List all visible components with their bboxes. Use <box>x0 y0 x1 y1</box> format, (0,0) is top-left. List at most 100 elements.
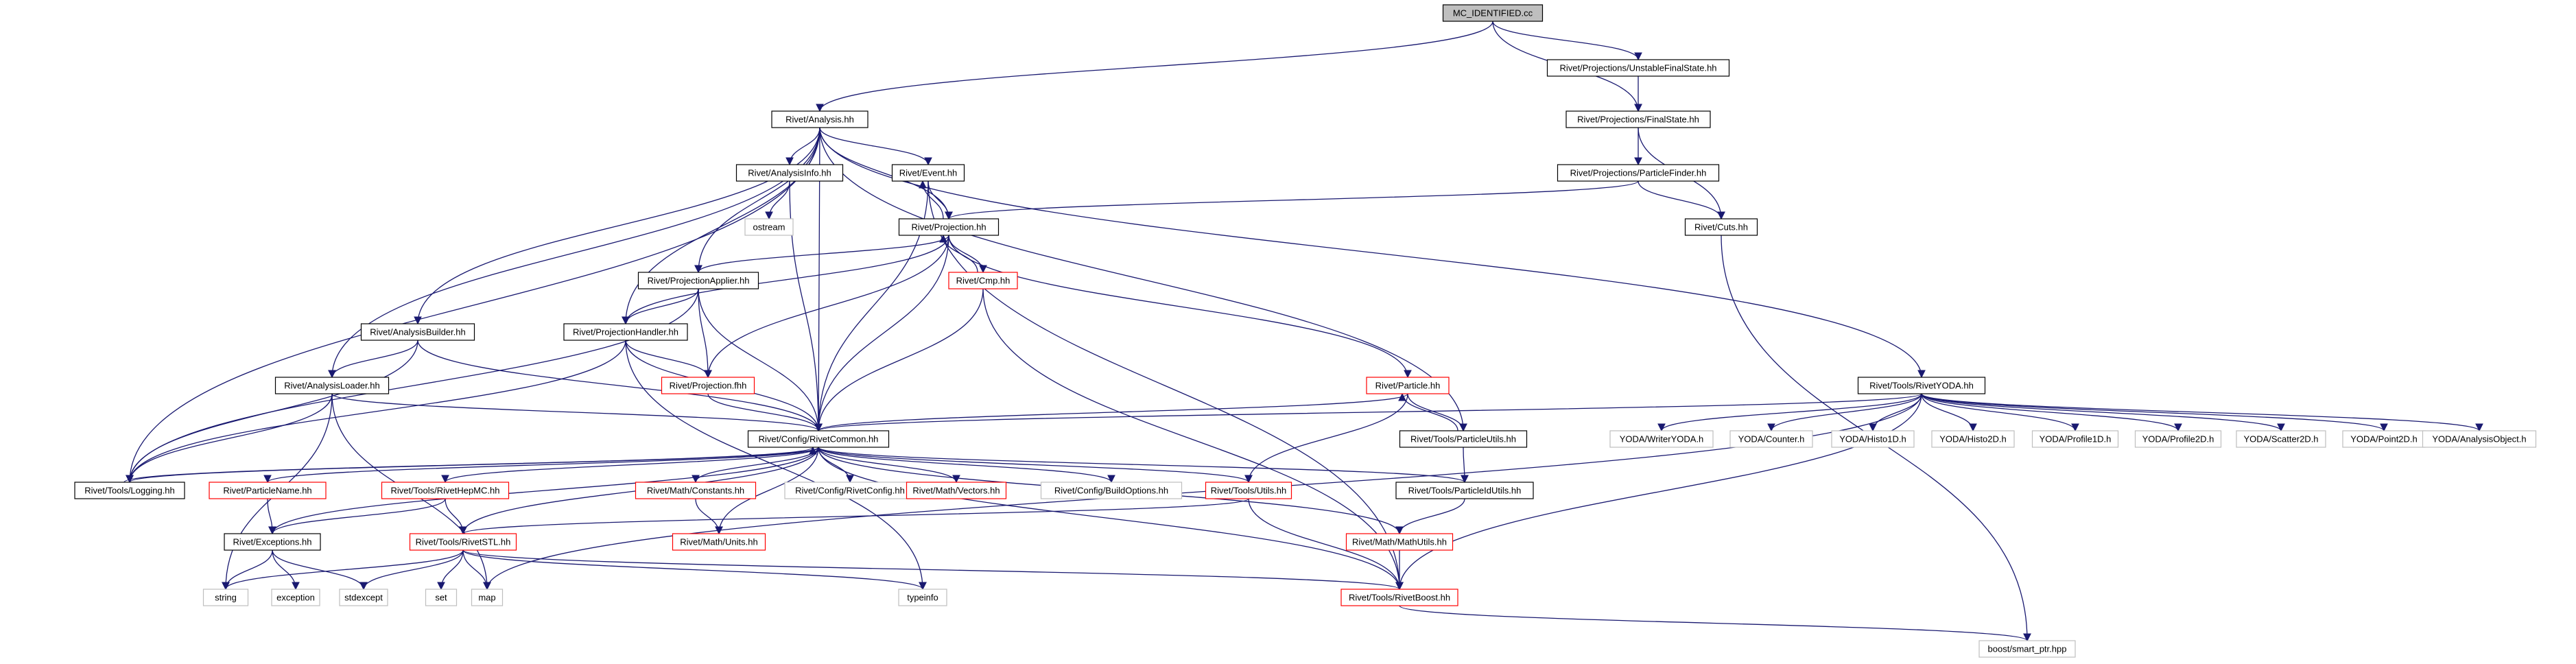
node-box <box>1395 482 1534 499</box>
node-pf[interactable]: Rivet/Projections/ParticleFinder.hh <box>1557 164 1720 182</box>
edge-common-to-exc <box>268 447 819 535</box>
node-smartptr[interactable]: boost/smart_ptr.hpp <box>1978 640 2076 658</box>
dependency-edges <box>123 21 2483 642</box>
node-rboost[interactable]: Rivet/Tools/RivetBoost.hh <box>1340 589 1458 606</box>
node-ypt2d[interactable]: YODA/Point2D.h <box>2342 430 2426 448</box>
node-ainfo[interactable]: Rivet/AnalysisInfo.hh <box>735 164 844 182</box>
edge-phandler-to-logging <box>126 340 626 484</box>
node-cuts[interactable]: Rivet/Cuts.hh <box>1684 218 1758 236</box>
node-cmp[interactable]: Rivet/Cmp.hh <box>948 272 1018 289</box>
node-set[interactable]: set <box>425 589 458 606</box>
node-common[interactable]: Rivet/Config/RivetCommon.hh <box>747 430 890 448</box>
node-box <box>1205 482 1292 499</box>
node-label: Rivet/Projection.hh <box>911 222 986 233</box>
node-mathunits[interactable]: Rivet/Math/Units.hh <box>672 533 766 551</box>
edge-mc-to-ufs <box>1492 21 1642 61</box>
edge-rstl-to-map <box>462 549 491 591</box>
node-analysis[interactable]: Rivet/Analysis.hh <box>771 110 868 128</box>
node-box <box>425 589 458 606</box>
edge-papplier-to-common <box>698 288 823 432</box>
node-ycounter[interactable]: YODA/Counter.h <box>1729 430 1813 448</box>
edge-cmp-to-common <box>814 288 984 432</box>
node-bopts[interactable]: Rivet/Config/BuildOptions.hh <box>1040 482 1183 499</box>
node-pidutils[interactable]: Rivet/Tools/ParticleIdUtils.hh <box>1395 482 1534 499</box>
node-particle[interactable]: Rivet/Particle.hh <box>1366 377 1450 394</box>
node-mconst[interactable]: Rivet/Math/Constants.hh <box>635 482 757 499</box>
node-mc[interactable]: MC_IDENTIFIED.cc <box>1442 4 1544 22</box>
node-box <box>635 482 757 499</box>
node-label: Rivet/ProjectionApplier.hh <box>648 276 750 286</box>
node-box <box>202 589 249 606</box>
edge-ryoda-to-map <box>483 393 1922 591</box>
node-label: Rivet/Config/RivetCommon.hh <box>759 434 879 444</box>
edge-common-to-pidutils <box>818 447 1469 484</box>
edge-rstl-to-rboost <box>462 549 1404 591</box>
node-box <box>2236 430 2326 448</box>
node-papplier[interactable]: Rivet/ProjectionApplier.hh <box>637 272 759 289</box>
edge-mc-to-analysis <box>816 21 1493 112</box>
node-box <box>2134 430 2222 448</box>
node-yp2d[interactable]: YODA/Profile2D.h <box>2134 430 2222 448</box>
node-projfhh[interactable]: Rivet/Projection.fhh <box>661 377 755 394</box>
node-ryoda[interactable]: Rivet/Tools/RivetYODA.hh <box>1857 377 1986 394</box>
node-phandler[interactable]: Rivet/ProjectionHandler.hh <box>563 323 688 341</box>
node-exception[interactable]: exception <box>271 589 320 606</box>
node-label: MC_IDENTIFIED.cc <box>1453 8 1533 19</box>
node-putils[interactable]: Rivet/Tools/ParticleUtils.hh <box>1399 430 1528 448</box>
node-ywriter[interactable]: YODA/WriterYODA.h <box>1609 430 1714 448</box>
node-box <box>2342 430 2426 448</box>
node-label: set <box>435 593 447 603</box>
node-label: Rivet/Tools/RivetHepMC.hh <box>391 486 500 496</box>
node-aloader[interactable]: Rivet/AnalysisLoader.hh <box>274 377 390 394</box>
node-label: Rivet/Projections/ParticleFinder.hh <box>1570 168 1707 178</box>
node-rconfig[interactable]: Rivet/Config/RivetConfig.hh <box>784 482 916 499</box>
node-yh2d[interactable]: YODA/Histo2D.h <box>1931 430 2015 448</box>
node-mvec[interactable]: Rivet/Math/Vectors.hh <box>906 482 1007 499</box>
node-abuilder[interactable]: Rivet/AnalysisBuilder.hh <box>360 323 475 341</box>
edge-phandler-to-typeinfo <box>625 340 927 591</box>
edge-abuilder-to-aloader <box>328 340 418 379</box>
edge-rstl-to-stdexcept <box>359 549 464 591</box>
edge-cmp-to-rboost <box>982 288 1404 591</box>
edge-proj-to-papplier <box>694 235 949 274</box>
edge-putils-to-pidutils <box>1461 447 1469 484</box>
node-box <box>1546 59 1730 77</box>
edge-analysis-to-common <box>814 127 823 432</box>
node-event[interactable]: Rivet/Event.hh <box>891 164 965 182</box>
node-fs[interactable]: Rivet/Projections/FinalState.hh <box>1565 110 1711 128</box>
node-proj[interactable]: Rivet/Projection.hh <box>898 218 1000 236</box>
node-mmutils[interactable]: Rivet/Math/MathUtils.hh <box>1345 533 1454 551</box>
node-box <box>747 430 890 448</box>
node-yh1d[interactable]: YODA/Histo1D.h <box>1831 430 1915 448</box>
node-exc[interactable]: Rivet/Exceptions.hh <box>224 533 321 551</box>
node-typeinfo[interactable]: typeinfo <box>898 589 947 606</box>
node-yp1d[interactable]: YODA/Profile1D.h <box>2031 430 2119 448</box>
edge-common-to-pname <box>263 447 819 484</box>
edge-mconst-to-mathunits <box>695 498 723 535</box>
edge-analysis-to-event <box>819 127 932 166</box>
edge-analysis-to-ryoda <box>819 127 1926 379</box>
node-box <box>2031 430 2119 448</box>
edge-common-to-rboost <box>818 447 1404 591</box>
node-pname[interactable]: Rivet/ParticleName.hh <box>209 482 327 499</box>
node-map[interactable]: map <box>471 589 504 606</box>
node-hepmc[interactable]: Rivet/Tools/RivetHepMC.hh <box>381 482 510 499</box>
edge-cmp-to-proj <box>939 234 978 273</box>
node-box <box>274 377 390 394</box>
edge-hepmc-to-exc <box>268 498 446 535</box>
node-logging[interactable]: Rivet/Tools/Logging.hh <box>74 482 185 499</box>
node-ostream[interactable]: ostream <box>744 218 794 236</box>
node-ufs[interactable]: Rivet/Projections/UnstableFinalState.hh <box>1546 59 1730 77</box>
node-stdexcept[interactable]: stdexcept <box>339 589 388 606</box>
node-rstl[interactable]: Rivet/Tools/RivetSTL.hh <box>409 533 517 551</box>
node-box <box>906 482 1007 499</box>
node-box <box>360 323 475 341</box>
node-tutils[interactable]: Rivet/Tools/Utils.hh <box>1205 482 1292 499</box>
node-ys2d[interactable]: YODA/Scatter2D.h <box>2236 430 2326 448</box>
node-string[interactable]: string <box>202 589 249 606</box>
node-label: Rivet/Exceptions.hh <box>233 537 312 547</box>
node-label: YODA/Profile1D.h <box>2040 434 2112 444</box>
node-yao[interactable]: YODA/AnalysisObject.h <box>2422 430 2537 448</box>
edge-projfhh-to-common <box>707 393 823 432</box>
